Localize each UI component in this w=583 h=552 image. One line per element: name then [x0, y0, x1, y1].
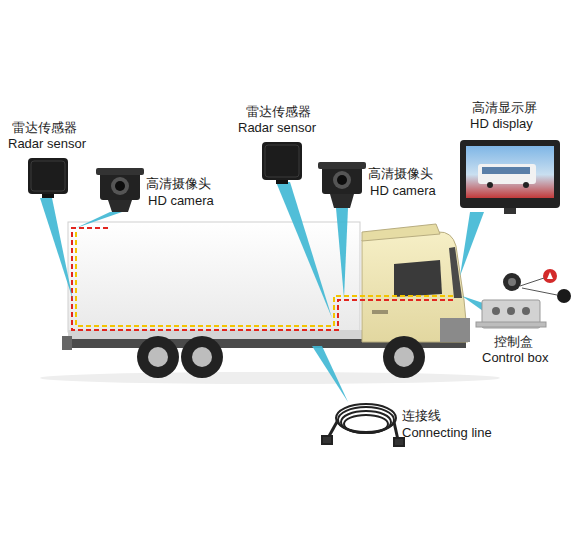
zone-line-yellow [76, 232, 455, 326]
cable-coil-icon [322, 404, 404, 446]
part-name: 高清摄像头 [368, 166, 433, 182]
part-name-english: HD display [470, 116, 533, 132]
part-name: 连接线 [402, 408, 441, 424]
part-name-english: Radar sensor [8, 136, 86, 152]
wheels [137, 336, 425, 378]
radar-sensor-icon [262, 142, 302, 184]
camera-icon [318, 162, 366, 208]
part-name: 雷达传感器 [246, 104, 311, 120]
radar-sensor-icon [28, 158, 68, 198]
part-name: 控制盒 [494, 334, 533, 350]
part-name: 高清显示屏 [472, 100, 537, 116]
side-skirt [68, 330, 364, 339]
windshield [449, 247, 462, 298]
ground-shadow [40, 372, 500, 384]
side-window [394, 260, 442, 297]
control-box-icon [476, 269, 571, 328]
part-name-english: HD camera [370, 183, 436, 199]
part-name-english: Connecting line [402, 425, 492, 441]
rear-bumper [62, 336, 72, 350]
front-bumper [440, 318, 470, 342]
part-name-english: Radar sensor [238, 120, 316, 136]
display-icon [460, 140, 560, 214]
zone-line-red [72, 228, 456, 330]
part-name-english: Control box [482, 350, 548, 366]
leader-wedges [40, 182, 490, 402]
part-name: 高清摄像头 [146, 176, 211, 192]
door-handle [372, 310, 388, 314]
roof-deflector [362, 224, 440, 241]
part-name-english: HD camera [148, 193, 214, 209]
camera-icon [96, 168, 144, 212]
part-name: 雷达传感器 [12, 120, 77, 136]
